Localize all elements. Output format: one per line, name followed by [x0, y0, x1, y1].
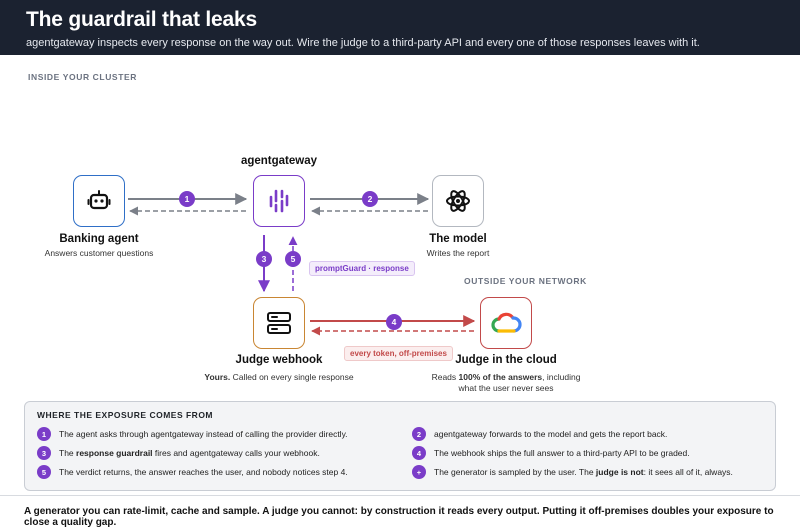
cloud-subtitle-strong: 100% of the answers — [458, 372, 543, 382]
model-subtitle: Writes the report — [426, 248, 490, 258]
webhook-subtitle-strong: Yours. — [204, 372, 231, 382]
webhook-title: Judge webhook — [235, 354, 323, 366]
robot-icon — [87, 190, 111, 210]
node-judge-webhook — [253, 297, 305, 349]
legend-text: The agent asks through agentgateway inst… — [59, 429, 348, 439]
legend-badge: + — [412, 465, 426, 479]
legend-badge: 5 — [37, 465, 51, 479]
step-badge-2: 2 — [362, 191, 378, 207]
cloud-subtitle: Reads 100% of the answers, including wha… — [431, 372, 581, 394]
banking-agent-subtitle: Answers customer questions — [44, 248, 154, 258]
node-agentgateway — [253, 175, 305, 227]
step-badge-4: 4 — [386, 314, 402, 330]
step-badge-5: 5 — [285, 251, 301, 267]
legend-badge: 3 — [37, 446, 51, 460]
gateway-icon — [269, 189, 289, 213]
model-title: The model — [429, 233, 487, 245]
node-banking-agent — [73, 175, 125, 227]
diagram-canvas: INSIDE YOUR CLUSTER OUTSIDE YOUR NETWORK — [0, 55, 800, 495]
webhook-subtitle: Yours. Called on every single response — [189, 372, 369, 383]
legend-item-3: 3 The response guardrail fires and agent… — [37, 446, 397, 460]
legend-badge: 4 — [412, 446, 426, 460]
exposure-legend: WHERE THE EXPOSURE COMES FROM 1 The agen… — [24, 401, 776, 491]
legend-badge: 1 — [37, 427, 51, 441]
legend-text: The response guardrail fires and agentga… — [59, 448, 320, 458]
page-title: The guardrail that leaks — [26, 8, 257, 31]
legend-item-5: 5 The verdict returns, the answer reache… — [37, 465, 397, 479]
step-badge-1: 1 — [179, 191, 195, 207]
legend-item-4: 4 The webhook ships the full answer to a… — [412, 446, 772, 460]
cloud-title: Judge in the cloud — [455, 354, 557, 366]
cloud-subtitle-pre: Reads — [431, 372, 459, 382]
webhook-subtitle-rest: Called on every single response — [230, 372, 354, 382]
header: The guardrail that leaks agentgateway in… — [0, 0, 800, 55]
legend-item-2: 2 agentgateway forwards to the model and… — [412, 427, 772, 441]
banking-agent-title: Banking agent — [59, 233, 139, 245]
node-the-model — [432, 175, 484, 227]
legend-text: The verdict returns, the answer reaches … — [59, 467, 348, 477]
page-subtitle: agentgateway inspects every response on … — [26, 37, 700, 49]
legend-item-plus: + The generator is sampled by the user. … — [412, 465, 772, 479]
tag-prompt-guard: promptGuard · response — [309, 261, 415, 276]
google-cloud-icon — [491, 312, 522, 333]
legend-text: The generator is sampled by the user. Th… — [434, 467, 733, 477]
legend-text: The webhook ships the full answer to a t… — [434, 448, 690, 458]
atom-icon — [446, 190, 470, 212]
legend-title: WHERE THE EXPOSURE COMES FROM — [37, 410, 214, 420]
footer-takeaway: A generator you can rate-limit, cache an… — [0, 495, 800, 532]
server-icon — [267, 312, 291, 334]
tag-off-premises: every token, off-premises — [344, 346, 453, 361]
cloud-subtitle-rest: , including what the user never sees — [458, 372, 581, 393]
zone-label-inside: INSIDE YOUR CLUSTER — [28, 72, 138, 82]
step-badge-3: 3 — [256, 251, 272, 267]
gateway-title: agentgateway — [240, 155, 318, 167]
zone-label-outside: OUTSIDE YOUR NETWORK — [464, 276, 587, 286]
legend-text: agentgateway forwards to the model and g… — [434, 429, 668, 439]
legend-item-1: 1 The agent asks through agentgateway in… — [37, 427, 397, 441]
node-judge-cloud — [480, 297, 532, 349]
legend-badge: 2 — [412, 427, 426, 441]
